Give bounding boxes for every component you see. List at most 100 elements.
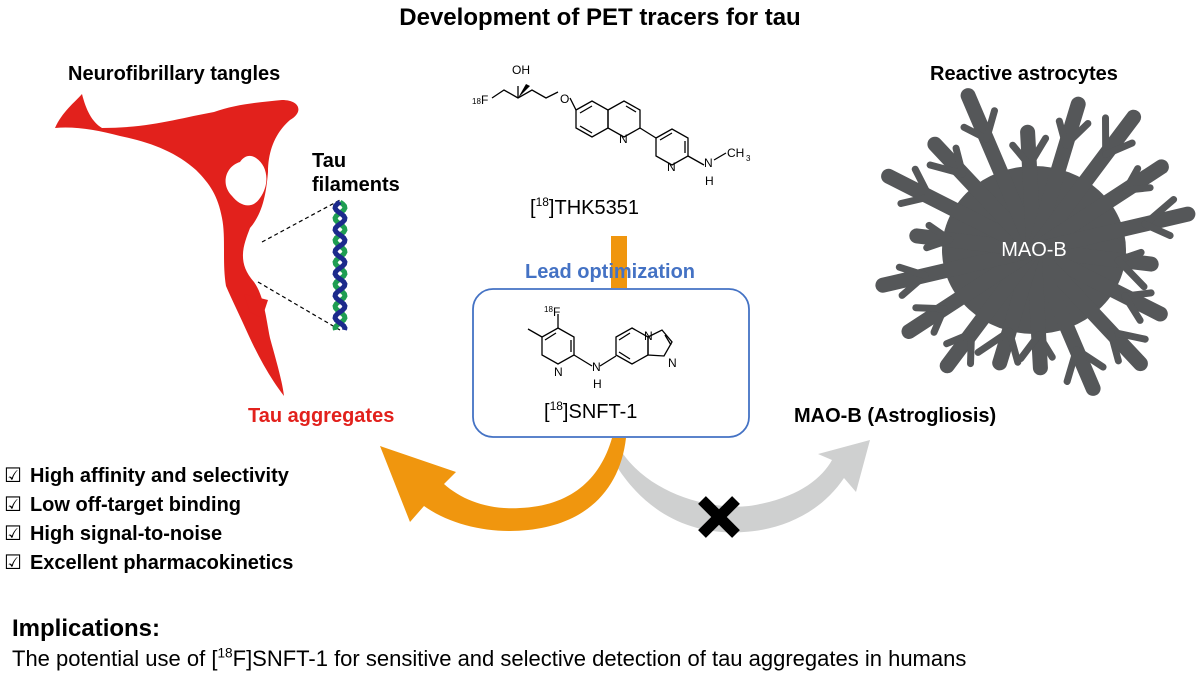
astrocyte-process bbox=[1026, 159, 1169, 258]
astrocyte-branch bbox=[1121, 289, 1155, 300]
astrocyte-branch bbox=[897, 193, 933, 207]
svg-text:OH: OH bbox=[512, 63, 530, 77]
astrocyte-branch bbox=[895, 263, 929, 279]
astrocyte-branch bbox=[1073, 346, 1107, 371]
astrocyte-process bbox=[881, 168, 1042, 258]
svg-text:18: 18 bbox=[544, 305, 553, 314]
astrocyte-branch bbox=[1025, 134, 1050, 169]
astrocyte-branch bbox=[1114, 248, 1145, 264]
svg-text:F: F bbox=[553, 305, 560, 319]
tau-filaments-label-line2: filaments bbox=[312, 174, 400, 196]
tau-arrow bbox=[380, 438, 626, 531]
svg-text:O: O bbox=[560, 92, 569, 106]
astrocyte-branch bbox=[1055, 117, 1070, 149]
astrocyte-branch bbox=[1035, 331, 1056, 361]
checkbox-icon: ☑ bbox=[4, 523, 22, 545]
astrocyte-branch bbox=[926, 161, 967, 178]
astrocyte-process bbox=[1026, 96, 1086, 258]
astrocyte-branch bbox=[1121, 292, 1144, 324]
astrocyte-branch bbox=[1141, 220, 1174, 240]
tau-filament bbox=[332, 199, 348, 331]
property-item: ☑ Excellent pharmacokinetics bbox=[4, 549, 293, 578]
astrocyte-process bbox=[1026, 242, 1148, 372]
mao-b-arrow bbox=[614, 438, 870, 533]
astrocyte-branch bbox=[1107, 328, 1122, 365]
implications-text: The potential use of [18F]SNFT-1 for sen… bbox=[12, 646, 966, 672]
property-item: ☑High signal-to-noise bbox=[4, 520, 293, 549]
astrocyte-process bbox=[1026, 242, 1101, 396]
neuron-body bbox=[55, 94, 299, 396]
svg-text:N: N bbox=[619, 132, 628, 146]
neuron-illustration bbox=[55, 94, 348, 396]
astrocyte-branch bbox=[983, 107, 998, 143]
astrocyte-branch bbox=[974, 327, 1013, 356]
tau-filaments-label-line1: Tau bbox=[312, 150, 347, 172]
blocked-cross-icon bbox=[698, 496, 740, 538]
astrocyte-branch bbox=[1102, 139, 1136, 158]
astrocyte-branch bbox=[943, 329, 975, 348]
svg-text:F: F bbox=[481, 93, 488, 107]
checkbox-icon: ☑ bbox=[4, 552, 22, 574]
svg-text:N: N bbox=[592, 360, 601, 374]
astrocyte-process bbox=[901, 242, 1042, 339]
astrocyte-branch bbox=[1063, 346, 1080, 385]
astrocyte-process bbox=[960, 88, 1042, 258]
snft1-atom-labels: 18 F N N H N N bbox=[544, 305, 677, 391]
thk5351-atom-labels: OH 18 F O N N N H CH 3 bbox=[472, 63, 751, 188]
property-text: High affinity and selectivity bbox=[29, 465, 289, 487]
property-item: ☑ High affinity and selectivity bbox=[4, 462, 293, 491]
svg-text:CH: CH bbox=[727, 146, 744, 160]
reactive-astrocytes-heading: Reactive astrocytes bbox=[930, 63, 1118, 85]
zoom-line-bottom bbox=[257, 281, 341, 331]
svg-text:N: N bbox=[554, 365, 563, 379]
mao-b-astrogliosis-label: MAO-B (Astrogliosis) bbox=[794, 405, 997, 427]
snft1-box bbox=[472, 288, 750, 438]
checkbox-icon: ☑ bbox=[4, 494, 22, 516]
astrocyte-branch bbox=[1141, 196, 1178, 228]
astrocyte-branch bbox=[1005, 327, 1022, 366]
svg-text:H: H bbox=[593, 377, 602, 391]
svg-text:N: N bbox=[644, 329, 653, 343]
thk5351-label: [18]THK5351 bbox=[530, 195, 639, 219]
astrocyte-branch bbox=[898, 271, 929, 299]
svg-text:N: N bbox=[667, 160, 676, 174]
property-item: ☑Low off-target binding bbox=[4, 491, 293, 520]
astrocyte-process bbox=[1026, 242, 1168, 322]
tau-aggregates-label: Tau aggregates bbox=[248, 405, 395, 427]
astrocyte-branch bbox=[967, 329, 975, 368]
astrocyte-branch bbox=[1122, 184, 1154, 194]
astrocyte-branch bbox=[911, 165, 933, 201]
astrocyte-branch bbox=[1009, 141, 1033, 169]
neuron-spine bbox=[244, 294, 268, 318]
astrocyte-branch bbox=[960, 123, 990, 143]
astrocyte-mao-b-label: MAO-B bbox=[1001, 239, 1067, 261]
svg-text:N: N bbox=[668, 356, 677, 370]
implications-text-start: The potential use of [ bbox=[12, 646, 218, 671]
zoom-line-top bbox=[261, 199, 341, 243]
thk5351-structure bbox=[491, 84, 727, 166]
property-text: Excellent pharmacokinetics bbox=[29, 552, 294, 574]
astrocyte-process bbox=[1026, 109, 1142, 258]
astrocyte-process bbox=[875, 242, 1042, 293]
checkbox-icon: ☑ bbox=[4, 465, 22, 487]
page-title: Development of PET tracers for tau bbox=[399, 4, 801, 31]
svg-text:3: 3 bbox=[746, 154, 751, 163]
svg-text:18: 18 bbox=[472, 97, 481, 106]
property-checklist: ☑ High affinity and selectivity ☑Low off-… bbox=[4, 462, 293, 578]
astrocyte-branch bbox=[1017, 331, 1043, 363]
optimization-arrow-stem bbox=[611, 236, 627, 288]
astrocyte-branch bbox=[1114, 256, 1148, 291]
astrocyte-process bbox=[927, 136, 1042, 258]
astrocyte-process bbox=[939, 242, 1042, 374]
astrocyte-illustration bbox=[875, 88, 1196, 396]
astrocyte-branch bbox=[912, 304, 948, 313]
lead-optimization-label: Lead optimization bbox=[525, 261, 695, 283]
astrocyte-branch bbox=[952, 144, 967, 178]
astrocyte-process bbox=[1026, 206, 1196, 258]
neurofibrillary-tangles-heading: Neurofibrillary tangles bbox=[68, 63, 281, 85]
astrocyte-branch bbox=[925, 221, 954, 244]
snft1-label: [18]SNFT-1 bbox=[544, 399, 637, 423]
implications-heading: Implications: bbox=[12, 615, 161, 642]
astrocyte-branch bbox=[930, 305, 948, 336]
